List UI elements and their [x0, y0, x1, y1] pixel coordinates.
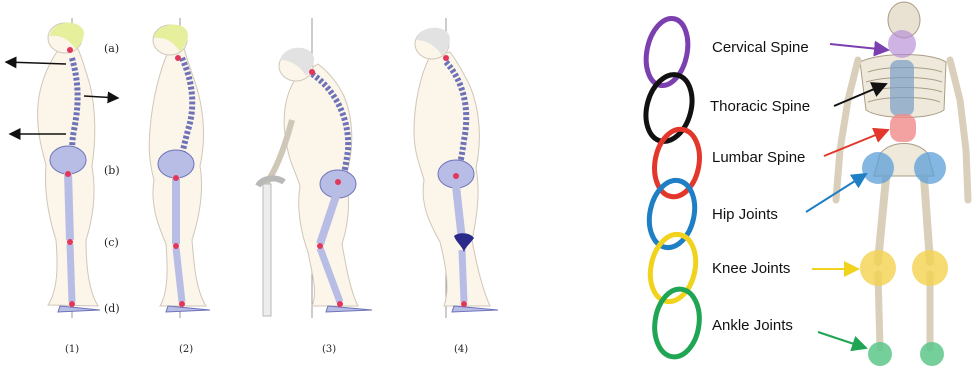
highlight-thoracic	[890, 60, 914, 116]
label-lumbar-spine: Lumbar Spine	[712, 149, 805, 166]
arrow-ankle	[818, 332, 866, 348]
figure-number-1: (1)	[65, 344, 79, 355]
marker-ankle	[461, 301, 467, 307]
marker-neck	[67, 47, 73, 53]
label-knee-joints: Knee Joints	[712, 260, 790, 277]
highlight-right-hip	[914, 152, 946, 184]
highlight-cervical	[888, 30, 916, 58]
highlight-lumbar	[890, 114, 916, 142]
arrow-cervical	[830, 44, 888, 50]
figure-number-2: (2)	[179, 344, 193, 355]
left-arm	[836, 60, 858, 200]
marker-knee	[317, 243, 323, 249]
label-cervical-spine: Cervical Spine	[712, 39, 809, 56]
level-label-a: (a)	[104, 42, 119, 55]
foot	[58, 306, 100, 312]
pelvis	[158, 150, 194, 178]
marker-ankle	[337, 301, 343, 307]
label-thoracic-spine: Thoracic Spine	[710, 98, 810, 115]
level-label-c: (c)	[104, 236, 119, 249]
label-ankle-joints: Ankle Joints	[712, 317, 793, 334]
figure-number-4: (4)	[454, 344, 468, 355]
walking-cane	[263, 184, 271, 316]
marker-knee	[173, 243, 179, 249]
right-femur	[924, 178, 930, 262]
pelvis	[50, 146, 86, 174]
marker-hip	[65, 171, 71, 177]
right-arm	[950, 60, 968, 200]
marker-ankle	[69, 301, 75, 307]
posture-figures: (a) (b) (c) (d)	[6, 18, 498, 355]
left-femur	[878, 178, 886, 262]
marker-ankle	[179, 301, 185, 307]
skeleton-back-view	[836, 2, 968, 366]
joint-labels: Cervical Spine Thoracic Spine Lumbar Spi…	[710, 39, 810, 334]
highlight-left-ankle	[868, 342, 892, 366]
femur	[68, 172, 70, 240]
level-label-d: (d)	[104, 302, 120, 315]
highlight-right-knee	[912, 250, 948, 286]
marker-hip	[173, 175, 179, 181]
foot	[166, 306, 210, 312]
highlight-right-ankle	[920, 342, 944, 366]
label-hip-joints: Hip Joints	[712, 206, 778, 223]
posture-figure-3	[258, 18, 372, 318]
tibia	[70, 244, 72, 302]
marker-neck	[443, 55, 449, 61]
marker-knee	[67, 239, 73, 245]
foot	[452, 306, 498, 312]
posture-figure-1	[6, 18, 118, 318]
highlight-left-knee	[860, 250, 896, 286]
joint-chain	[639, 15, 705, 360]
level-label-b: (b)	[104, 164, 120, 177]
marker-hip	[335, 179, 341, 185]
marker-neck	[175, 55, 181, 61]
marker-neck	[309, 69, 315, 75]
foot	[326, 306, 372, 312]
marker-hip	[453, 173, 459, 179]
tibia	[462, 250, 464, 302]
highlight-left-hip	[862, 152, 894, 184]
posture-figure-2	[149, 18, 210, 318]
figure-number-3: (3)	[322, 344, 336, 355]
posture-figure-4	[414, 18, 498, 318]
